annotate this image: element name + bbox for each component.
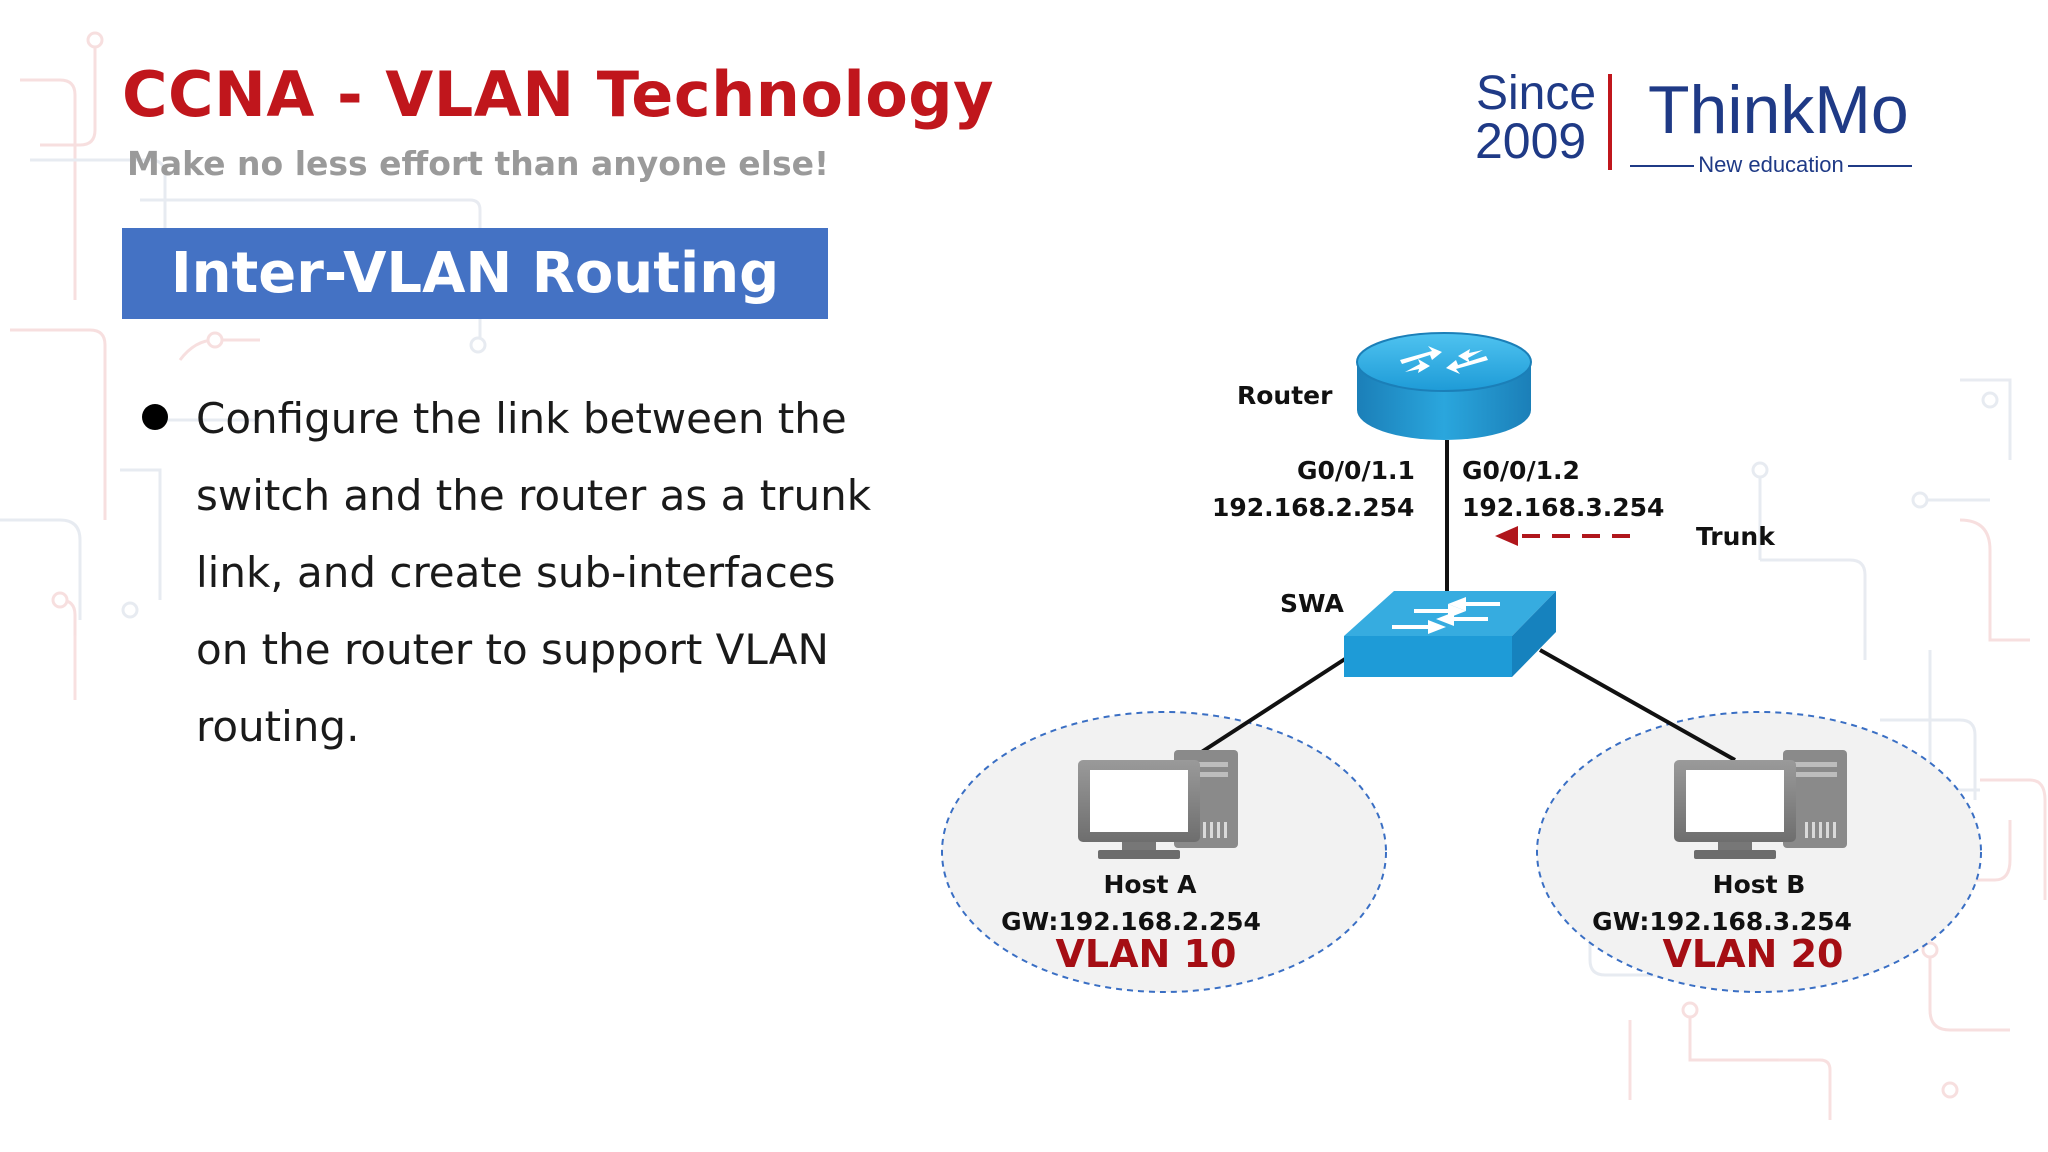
- logo-subtitle-block: New education: [1630, 150, 1912, 180]
- bullet-text: Configure the link between the switch an…: [196, 394, 872, 751]
- host-b-vlan: VLAN 20: [1663, 932, 1844, 976]
- host-a-name: Host A: [1104, 870, 1198, 899]
- logo-subtitle-text: New education: [1694, 152, 1848, 177]
- switch-label: SWA: [1280, 589, 1344, 618]
- host-a-computer-icon: [1078, 750, 1238, 859]
- logo-since-text: Since: [1476, 67, 1597, 120]
- router-label: Router: [1237, 381, 1333, 410]
- thinkmo-logo: Since 2009 ThinkMo New education: [1470, 70, 1940, 180]
- logo-subtitle: New education: [1630, 152, 1912, 178]
- host-b-name: Host B: [1713, 870, 1806, 899]
- slide-tagline: Make no less effort than anyone else!: [127, 144, 830, 183]
- switch-hostb-link: [1539, 648, 1736, 762]
- subinterface-2-ip: 192.168.3.254: [1462, 493, 1664, 522]
- trunk-arrow: [1495, 526, 1630, 546]
- bullet-marker: [142, 404, 168, 430]
- host-a-gateway: GW:192.168.2.254: [1001, 907, 1261, 936]
- slide-title: CCNA - VLAN Technology: [122, 58, 995, 131]
- trunk-label: Trunk: [1696, 522, 1776, 551]
- subinterface-2-name: G0/0/1.2: [1462, 456, 1580, 485]
- switch-icon: [1344, 591, 1556, 677]
- host-a-vlan: VLAN 10: [1056, 932, 1237, 976]
- section-banner: Inter-VLAN Routing: [122, 228, 828, 319]
- subinterface-1-name: G0/0/1.1: [1297, 456, 1415, 485]
- logo-brand-name: ThinkMo: [1648, 72, 1909, 148]
- subinterface-1-ip: 192.168.2.254: [1212, 493, 1414, 522]
- switch-hosta-link: [1198, 657, 1347, 755]
- host-b-gateway: GW:192.168.3.254: [1592, 907, 1852, 936]
- logo-divider: [1608, 74, 1612, 170]
- logo-year-text: 2009: [1475, 113, 1587, 169]
- host-b-computer-icon: [1674, 750, 1847, 859]
- router-icon: [1356, 332, 1532, 440]
